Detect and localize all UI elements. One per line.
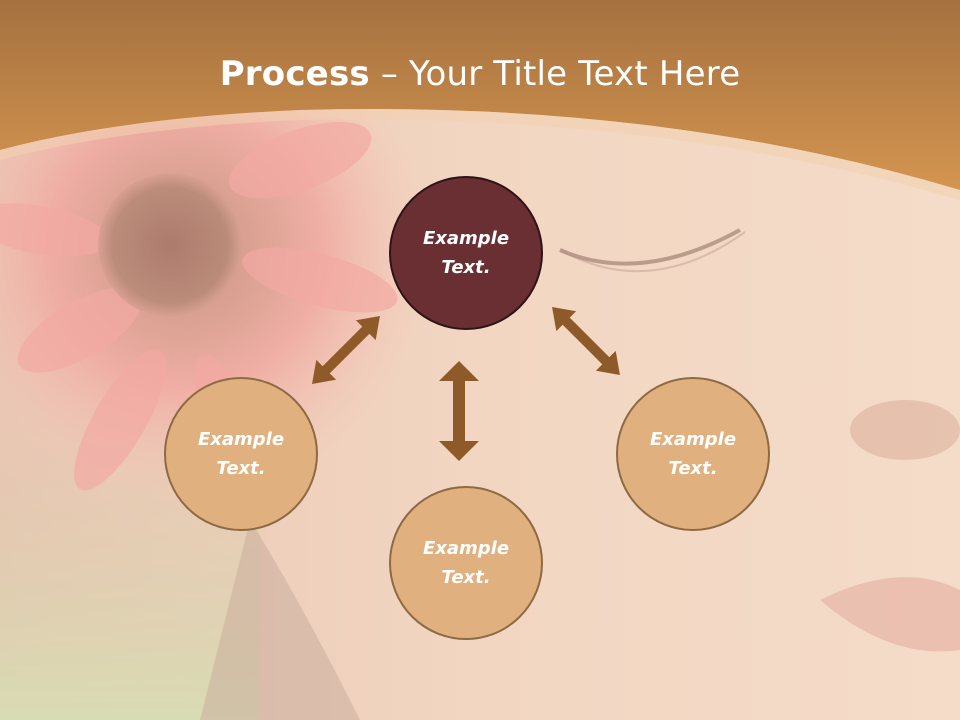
node-bottom: Example Text. — [389, 486, 543, 640]
title-rest: – Your Title Text Here — [369, 54, 741, 94]
node-top: Example Text. — [389, 176, 543, 330]
node-right-label: Example Text. — [649, 429, 737, 479]
node-right: Example Text. — [616, 377, 770, 531]
node-left: Example Text. — [164, 377, 318, 531]
title-strong: Process — [219, 54, 370, 94]
node-bottom-label: Example Text. — [422, 538, 510, 588]
node-top-label: Example Text. — [422, 228, 510, 278]
node-left-label: Example Text. — [197, 429, 285, 479]
slide-title: Process – Your Title Text Here — [0, 54, 960, 94]
